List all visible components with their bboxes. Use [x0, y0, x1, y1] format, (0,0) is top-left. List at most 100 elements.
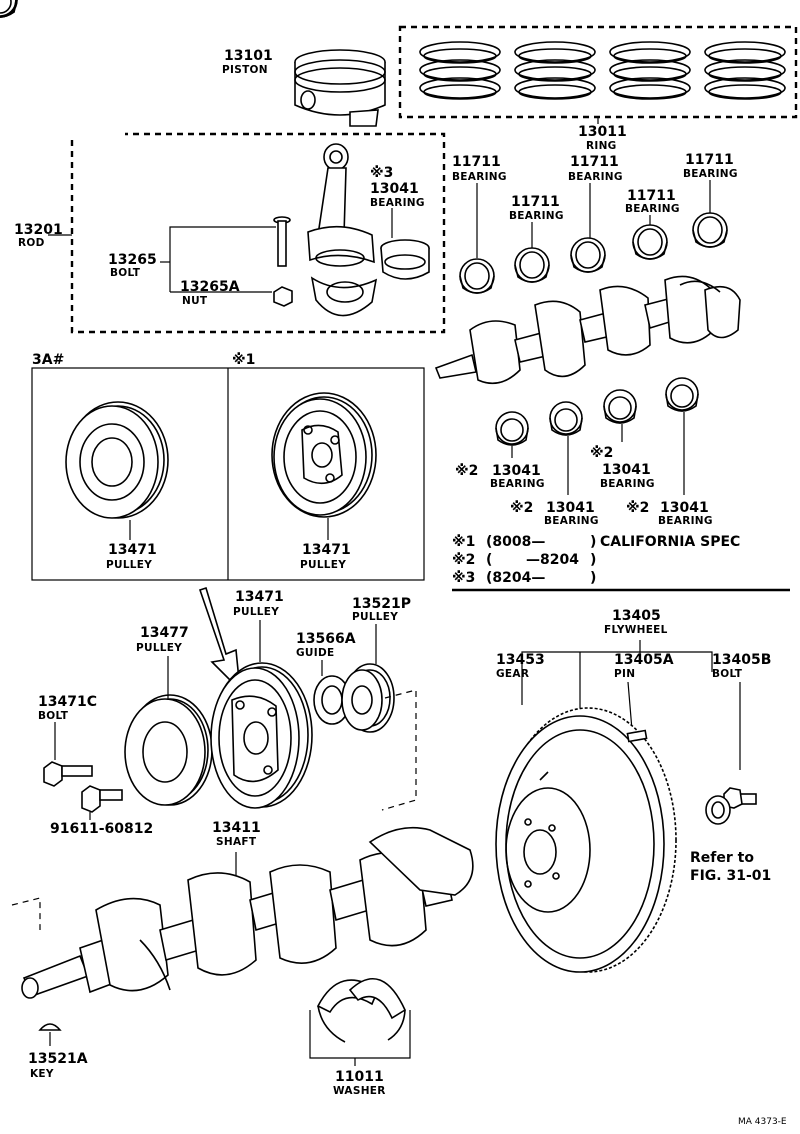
pulley-b-drawing	[271, 392, 377, 518]
pulley-bolt-label: BOLT	[38, 710, 69, 722]
flywheel-label: FLYWHEEL	[604, 624, 668, 636]
main-bearing-1-label: BEARING	[452, 171, 507, 183]
legend-3-mark: ※3	[452, 570, 475, 586]
lower-bearing-3-number: 13041	[602, 462, 651, 478]
pulley-b-label: PULLEY	[300, 559, 346, 571]
timing-pulley-label: PULLEY	[352, 611, 398, 623]
arrow-icon	[198, 586, 242, 693]
legend-3-range: (8204—	[486, 570, 545, 586]
rod-bearing-number: 13041	[370, 181, 419, 197]
ring-number: 13011	[578, 124, 627, 140]
pulley-bolt-drawing	[43, 761, 93, 787]
lower-bearing-1-mark: ※2	[455, 463, 478, 479]
pulley-13477-number: 13477	[140, 625, 189, 641]
timing-pulley-number: 13521P	[352, 596, 411, 612]
connecting-rod-drawing	[307, 143, 378, 317]
legend: ※1 (8008— ) CALIFORNIA SPEC ※2 ( —8204 )…	[452, 534, 790, 592]
lower-bearing-3-mark: ※2	[590, 445, 613, 461]
bearing-ring-drawing	[705, 795, 731, 825]
piston-label: PISTON	[222, 64, 268, 76]
legend-2-range: (	[486, 552, 492, 568]
rod-bolt-drawing	[273, 216, 291, 267]
legend-1-range: (8008—	[486, 534, 545, 550]
lower-bearing-1-label: BEARING	[490, 478, 545, 490]
flywheel-bolt-label: BOLT	[712, 668, 743, 680]
pin-drawing	[626, 729, 648, 743]
gear-number: 13453	[496, 652, 545, 668]
pin-number: 13405A	[614, 652, 674, 668]
key-drawing	[38, 1023, 62, 1031]
guide-drawing	[313, 675, 351, 725]
piston-number: 13101	[224, 48, 273, 64]
lower-bearing-4-mark: ※2	[626, 500, 649, 516]
main-bearing-2-label: BEARING	[509, 210, 564, 222]
guide-number: 13566A	[296, 631, 356, 647]
legend-2-close: )	[590, 552, 596, 568]
piston-drawing	[294, 49, 386, 127]
timing-pulley-drawing	[341, 663, 395, 733]
washer-label: WASHER	[333, 1085, 386, 1097]
bolt-91611-drawing	[81, 785, 123, 813]
legend-1-text: CALIFORNIA SPEC	[600, 534, 740, 550]
rod-bolt-label: BOLT	[110, 267, 141, 279]
rod-nut-drawing	[273, 286, 293, 307]
crank-pulley-label: PULLEY	[233, 606, 279, 618]
guide-label: GUIDE	[296, 647, 334, 659]
pulley-a-number: 13471	[108, 542, 157, 558]
box-b-title: ※1	[232, 352, 255, 368]
ring-label: RING	[586, 140, 617, 152]
pulley-bolt-number: 13471C	[38, 694, 97, 710]
main-bearing-5-number: 11711	[685, 152, 734, 168]
lower-bearings-drawing	[0, 0, 699, 446]
lower-bearing-2-mark: ※2	[510, 500, 533, 516]
legend-3-close: )	[590, 570, 596, 586]
rod-bolt-number: 13265	[108, 252, 157, 268]
rod-label: ROD	[18, 237, 45, 249]
legend-2-mark: ※2	[452, 552, 475, 568]
pulley-b-number: 13471	[302, 542, 351, 558]
rod-bearing-drawing	[380, 239, 430, 280]
refer-line-2: FIG. 31-01	[690, 868, 771, 884]
main-bearing-4-number: 11711	[627, 188, 676, 204]
rod-nut-label: NUT	[182, 295, 208, 307]
legend-1-mark: ※1	[452, 534, 475, 550]
main-bearing-2-number: 11711	[511, 194, 560, 210]
pulley-assembly-bracket	[381, 689, 417, 811]
lower-bearing-1-number: 13041	[492, 463, 541, 479]
lower-bearing-2-number: 13041	[546, 500, 595, 516]
key-number: 13521A	[28, 1051, 88, 1067]
rod-assembly-box	[70, 132, 446, 334]
flywheel-drawing	[495, 707, 677, 973]
figure-code: MA 4373-E	[738, 1117, 787, 1127]
thrust-washers-drawing	[316, 978, 407, 1043]
shaft-number: 13411	[212, 820, 261, 836]
lower-bearing-4-number: 13041	[660, 500, 709, 516]
rod-nut-number: 13265A	[180, 279, 240, 295]
crank-pulley-drawing	[210, 662, 313, 809]
key-label: KEY	[30, 1068, 54, 1080]
pulley-13477-drawing	[124, 694, 213, 806]
main-bearing-4-label: BEARING	[625, 203, 680, 215]
bolt-91611-number: 91611-60812	[50, 821, 153, 837]
ring-set-box	[398, 25, 798, 119]
box-a-title: 3A#	[32, 352, 64, 368]
upper-crankshaft-drawing	[434, 275, 741, 385]
crank-pulley-number: 13471	[235, 589, 284, 605]
pulley-13477-label: PULLEY	[136, 642, 182, 654]
main-bearing-3-label: BEARING	[568, 171, 623, 183]
lower-bearing-4-label: BEARING	[658, 515, 713, 527]
gear-label: GEAR	[496, 668, 529, 680]
pulley-a-label: PULLEY	[106, 559, 152, 571]
flywheel-bolt-number: 13405B	[712, 652, 771, 668]
rod-bearing-label: BEARING	[370, 197, 425, 209]
main-bearing-3-number: 11711	[570, 154, 619, 170]
lower-bearing-3-label: BEARING	[600, 478, 655, 490]
flywheel-number: 13405	[612, 608, 661, 624]
refer-line-1: Refer to	[690, 850, 754, 866]
legend-1-close: )	[590, 534, 596, 550]
lower-bearing-2-label: BEARING	[544, 515, 599, 527]
crankshaft-bracket	[11, 897, 41, 930]
washer-number: 11011	[335, 1069, 384, 1085]
